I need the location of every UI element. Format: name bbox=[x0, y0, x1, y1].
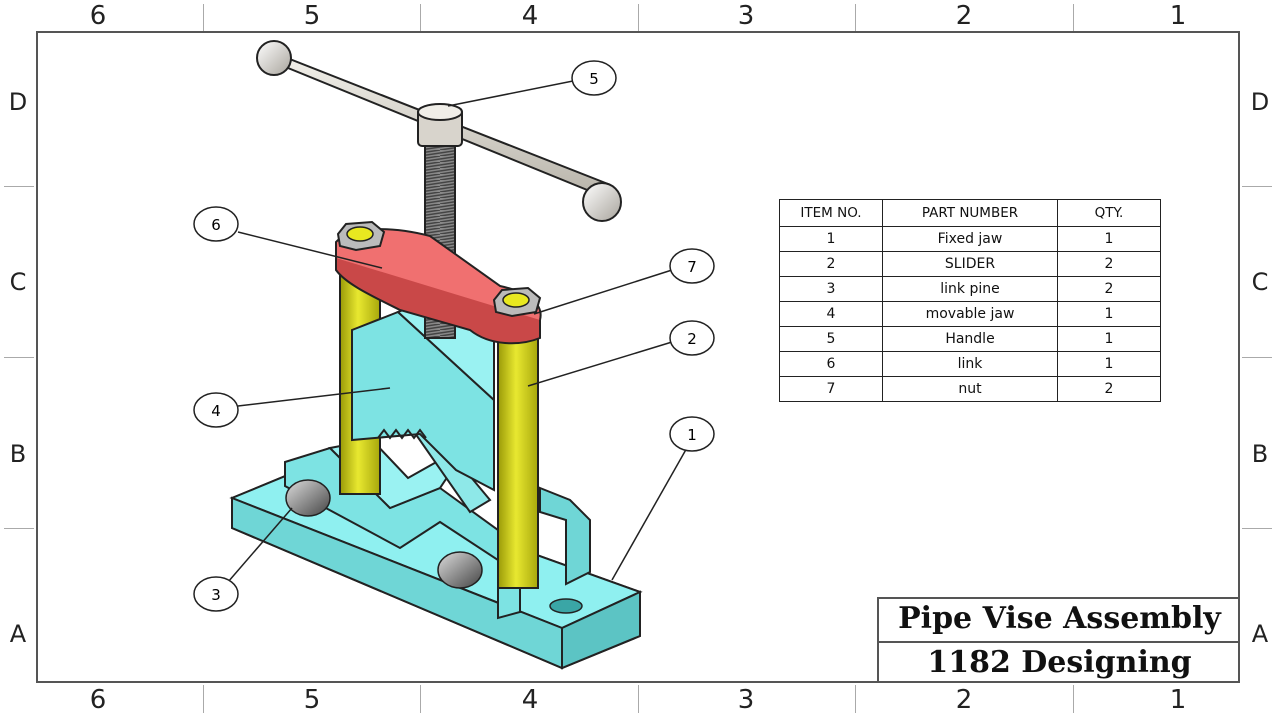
zone-tick bbox=[1242, 528, 1272, 529]
zone-tick bbox=[855, 685, 856, 713]
zone-tick bbox=[1073, 4, 1074, 32]
bom-item-no: 5 bbox=[779, 326, 883, 352]
zone-row-label: A bbox=[9, 620, 27, 648]
bom-part-number: link bbox=[882, 351, 1058, 377]
bom-item-no: 2 bbox=[779, 251, 883, 277]
zone-col-label: 2 bbox=[955, 1, 973, 31]
zone-tick bbox=[638, 685, 639, 713]
zone-tick bbox=[1242, 186, 1272, 187]
balloon-label: 5 bbox=[589, 70, 599, 88]
table-row: 4 movable jaw 1 bbox=[779, 301, 1161, 327]
zone-labels-top: 6 5 4 3 2 1 bbox=[0, 0, 1276, 34]
bom-item-no: 3 bbox=[779, 276, 883, 302]
zone-tick bbox=[420, 4, 421, 32]
bom-qty: 2 bbox=[1057, 276, 1161, 302]
zone-col-label: 2 bbox=[955, 685, 973, 715]
balloon-5: 5 bbox=[571, 60, 617, 96]
bom-part-number: nut bbox=[882, 376, 1058, 402]
bom-part-number: Fixed jaw bbox=[882, 226, 1058, 252]
balloon-4: 4 bbox=[193, 392, 239, 428]
bom-part-number: SLIDER bbox=[882, 251, 1058, 277]
zone-tick bbox=[1242, 357, 1272, 358]
table-row: 5 Handle 1 bbox=[779, 326, 1161, 352]
table-row: 6 link 1 bbox=[779, 351, 1161, 377]
zone-col-label: 3 bbox=[737, 1, 755, 31]
zone-tick bbox=[203, 4, 204, 32]
zone-col-label: 4 bbox=[521, 1, 539, 31]
leader-lines bbox=[227, 79, 689, 583]
table-row: 2 SLIDER 2 bbox=[779, 251, 1161, 277]
bom-qty: 1 bbox=[1057, 226, 1161, 252]
bom-item-no: 6 bbox=[779, 351, 883, 377]
balloon-6: 6 bbox=[193, 206, 239, 242]
zone-col-label: 4 bbox=[521, 685, 539, 715]
bom-item-no: 7 bbox=[779, 376, 883, 402]
bom-qty: 1 bbox=[1057, 351, 1161, 377]
zone-col-label: 5 bbox=[303, 685, 321, 715]
bom-qty: 2 bbox=[1057, 251, 1161, 277]
zone-col-label: 5 bbox=[303, 1, 321, 31]
zone-tick bbox=[420, 685, 421, 713]
bom-item-no: 1 bbox=[779, 226, 883, 252]
bom-header-item: ITEM NO. bbox=[779, 199, 883, 227]
bom-qty: 1 bbox=[1057, 326, 1161, 352]
balloon-label: 1 bbox=[687, 426, 697, 444]
balloon-label: 7 bbox=[687, 258, 697, 276]
balloon-label: 2 bbox=[687, 330, 697, 348]
balloon-2: 2 bbox=[669, 320, 715, 356]
drawing-subtitle: 1182 Designing bbox=[927, 645, 1192, 680]
zone-tick bbox=[4, 186, 34, 187]
zone-tick bbox=[4, 528, 34, 529]
balloon-label: 3 bbox=[211, 586, 221, 604]
bom-item-no: 4 bbox=[779, 301, 883, 327]
zone-tick bbox=[203, 685, 204, 713]
balloon-label: 6 bbox=[211, 216, 221, 234]
bom-header-qty: QTY. bbox=[1057, 199, 1161, 227]
balloon-7: 7 bbox=[669, 248, 715, 284]
balloon-3: 3 bbox=[193, 576, 239, 612]
table-row: 3 link pine 2 bbox=[779, 276, 1161, 302]
zone-row-label: A bbox=[1251, 620, 1269, 648]
bill-of-materials-table: ITEM NO. PART NUMBER QTY. 1 Fixed jaw 1 … bbox=[779, 199, 1161, 402]
zone-labels-bottom: 6 5 4 3 2 1 bbox=[0, 684, 1276, 718]
zone-row-label: D bbox=[8, 88, 28, 116]
zone-tick bbox=[638, 4, 639, 32]
table-row: 7 nut 2 bbox=[779, 376, 1161, 402]
bom-part-number: movable jaw bbox=[882, 301, 1058, 327]
handle-part bbox=[256, 40, 622, 222]
drawing-frame bbox=[36, 31, 1240, 683]
drawing-title: Pipe Vise Assembly bbox=[879, 599, 1240, 643]
bom-qty: 2 bbox=[1057, 376, 1161, 402]
title-block: Pipe Vise Assembly 1182 Designing bbox=[877, 597, 1240, 683]
nut-part bbox=[336, 220, 542, 318]
zone-col-label: 6 bbox=[89, 685, 107, 715]
zone-tick bbox=[4, 357, 34, 358]
bom-part-number: Handle bbox=[882, 326, 1058, 352]
bom-qty: 1 bbox=[1057, 301, 1161, 327]
balloon-1: 1 bbox=[669, 416, 715, 452]
zone-row-label: B bbox=[9, 440, 27, 468]
zone-tick bbox=[1073, 685, 1074, 713]
zone-col-label: 6 bbox=[89, 1, 107, 31]
zone-col-label: 3 bbox=[737, 685, 755, 715]
balloon-label: 4 bbox=[211, 402, 221, 420]
link-part bbox=[335, 228, 542, 345]
zone-col-label: 1 bbox=[1169, 1, 1187, 31]
bom-header-part: PART NUMBER bbox=[882, 199, 1058, 227]
zone-col-label: 1 bbox=[1169, 685, 1187, 715]
zone-row-label: C bbox=[1251, 268, 1269, 296]
bom-header-row: ITEM NO. PART NUMBER QTY. bbox=[779, 199, 1161, 227]
link-pin-part bbox=[285, 479, 483, 589]
zone-row-label: D bbox=[1250, 88, 1270, 116]
zone-tick bbox=[855, 4, 856, 32]
zone-row-label: B bbox=[1251, 440, 1269, 468]
bom-part-number: link pine bbox=[882, 276, 1058, 302]
table-row: 1 Fixed jaw 1 bbox=[779, 226, 1161, 252]
zone-row-label: C bbox=[9, 268, 27, 296]
